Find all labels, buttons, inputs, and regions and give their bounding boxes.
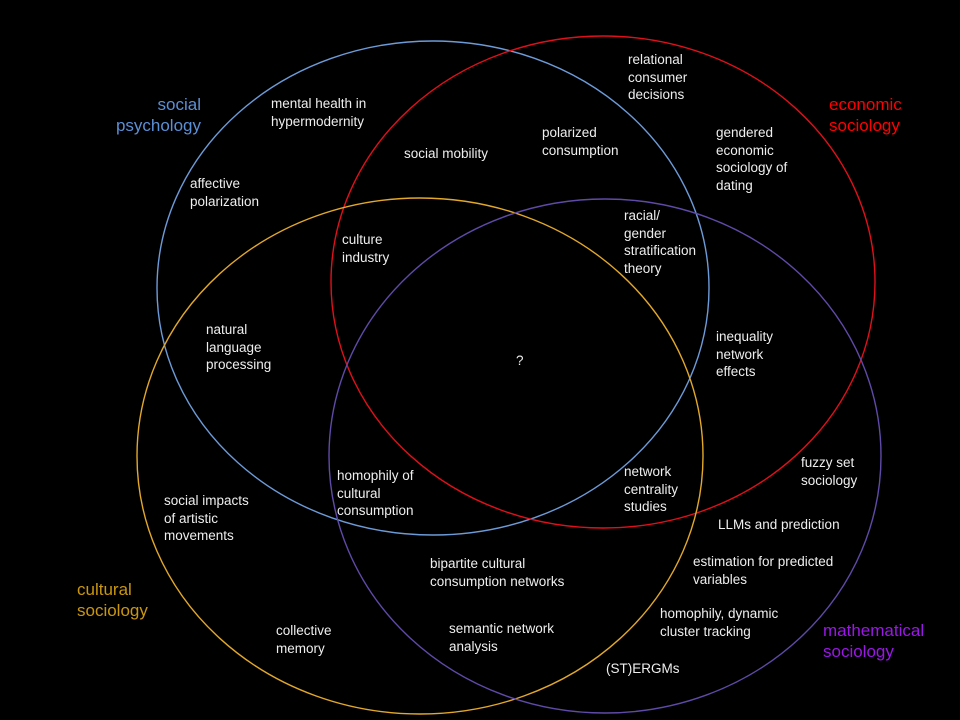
region-label-llms: LLMs and prediction [718, 517, 840, 532]
region-label-nlp: natural language processing [206, 322, 272, 372]
region-label-homophily-cultural: homophily of cultural consumption [337, 468, 414, 518]
region-label-homophily-dynamic: homophily, dynamic cluster tracking [660, 606, 779, 639]
social-psychology-title: social psychology [115, 95, 201, 135]
region-label-network-centrality: network centrality studies [624, 464, 679, 514]
region-label-fuzzy-set: fuzzy set sociology [801, 455, 858, 488]
region-label-estimation: estimation for predicted variables [693, 554, 834, 587]
region-label-collective-memory: collective memory [276, 623, 332, 656]
region-label-center: ? [516, 353, 524, 368]
region-label-culture-industry: culture industry [342, 232, 390, 265]
economic-sociology-title: economic sociology [829, 95, 902, 135]
region-label-affective-polarization: affective polarization [190, 176, 260, 209]
cultural-sociology-ellipse [136, 197, 704, 715]
region-label-racial-gender: racial/ gender stratification theory [624, 208, 697, 276]
region-label-gendered-dating: gendered economic sociology of dating [716, 125, 788, 193]
economic-sociology-ellipse [330, 35, 876, 529]
mathematical-sociology-ellipse [328, 198, 882, 714]
region-label-social-impacts: social impacts of artistic movements [164, 493, 249, 543]
region-label-inequality: inequality network effects [716, 329, 774, 379]
region-label-relational-consumer: relational consumer decisions [628, 52, 688, 102]
region-label-polarized-consumption: polarized consumption [542, 125, 619, 158]
region-label-stergms: (ST)ERGMs [606, 661, 680, 676]
region-label-mental-health: mental health in hypermodernity [271, 96, 367, 129]
cultural-sociology-title: cultural sociology [77, 580, 148, 620]
social-psychology-ellipse [156, 40, 710, 536]
region-label-bipartite: bipartite cultural consumption networks [430, 556, 565, 589]
region-label-social-mobility: social mobility [404, 146, 489, 161]
mathematical-sociology-title: mathematical sociology [823, 621, 925, 661]
region-label-semantic-network: semantic network analysis [449, 621, 555, 654]
